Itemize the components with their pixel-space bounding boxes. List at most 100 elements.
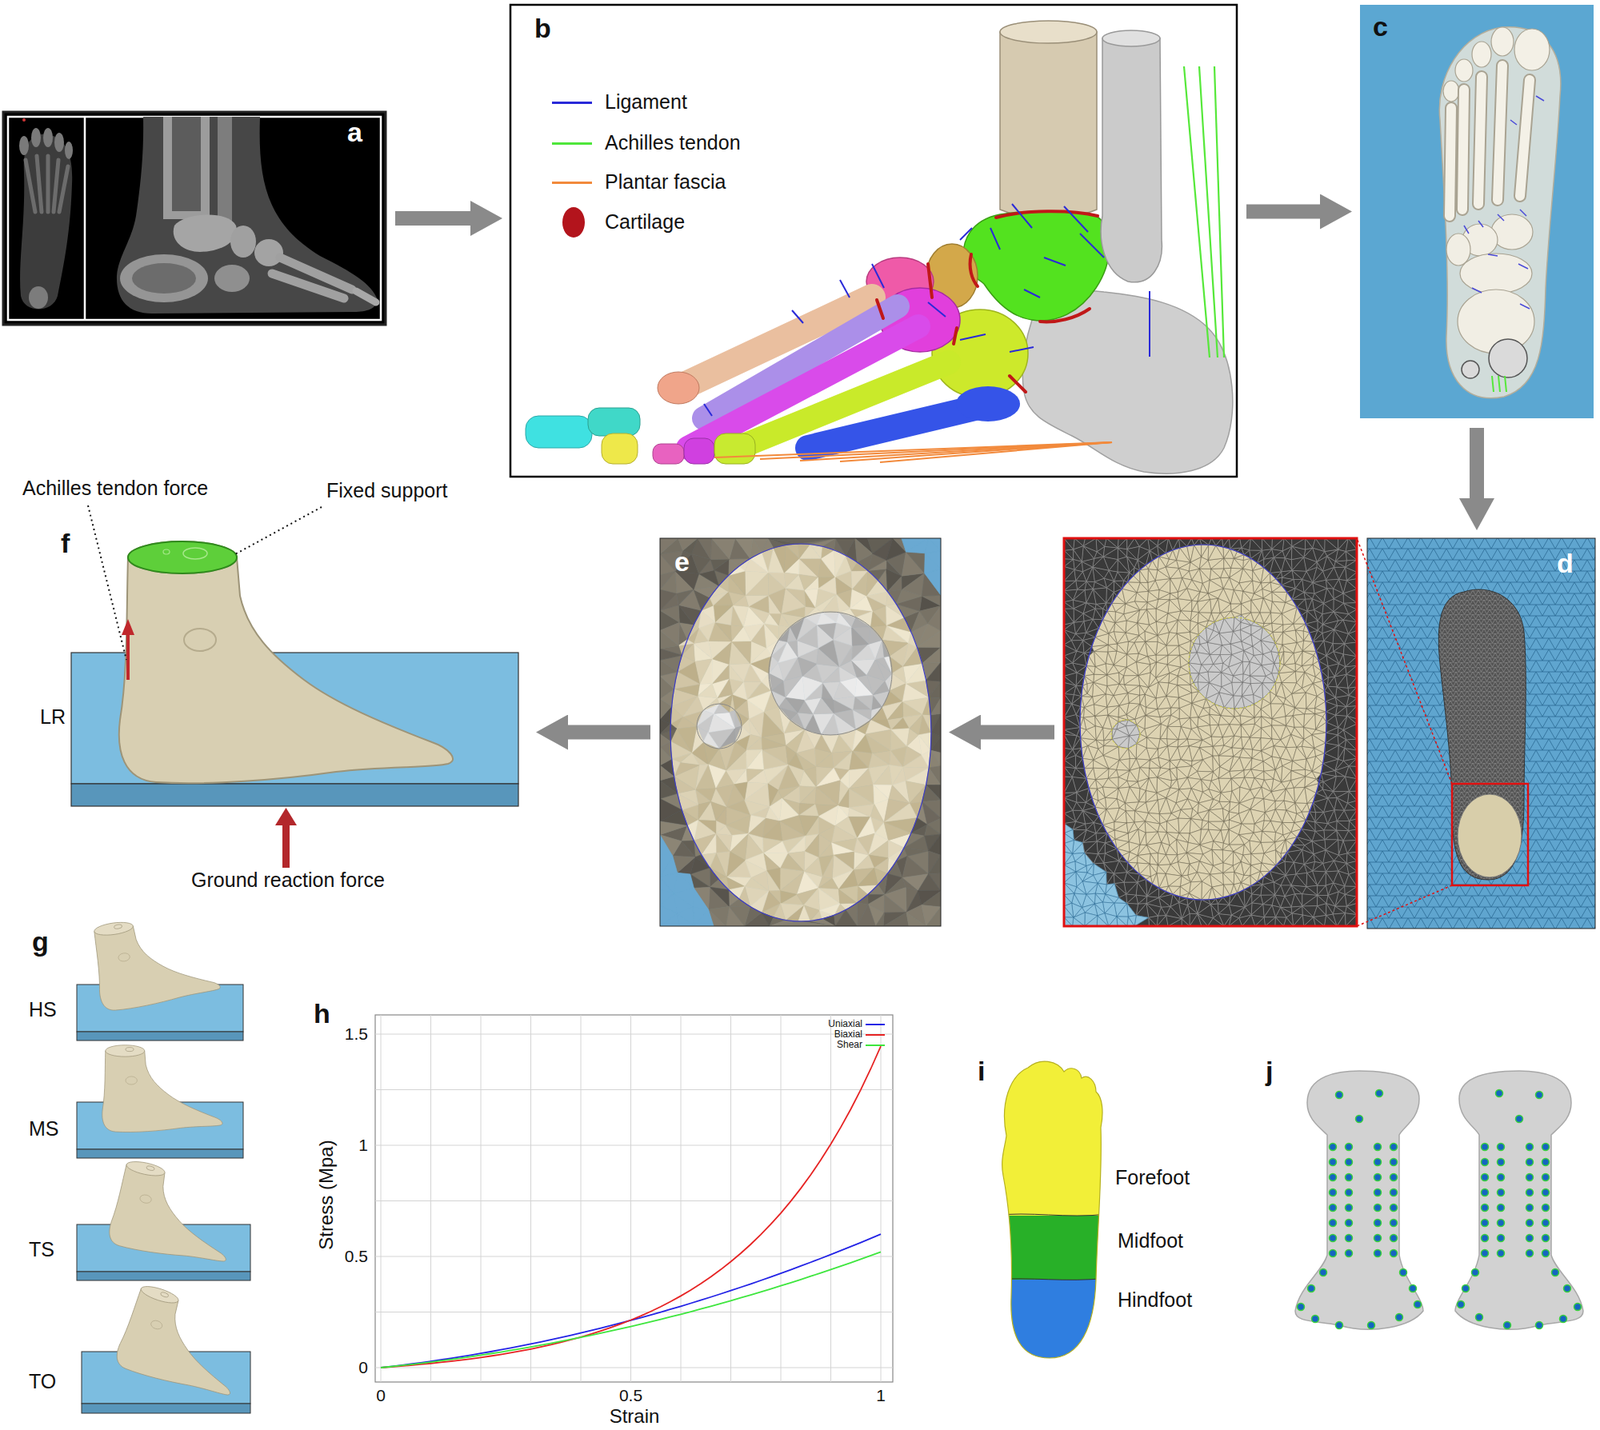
mesh-element (1240, 717, 1255, 725)
mesh-element (1114, 822, 1127, 831)
mesh-element (1241, 736, 1251, 749)
mesh-element (1177, 684, 1192, 693)
assembly-panel-part-part (1449, 65, 1530, 216)
mesh-element (1344, 740, 1357, 751)
assembly-panel-part (1449, 65, 1530, 216)
mesh-element (1146, 737, 1160, 749)
mesh-element (1301, 739, 1314, 748)
mesh-element (1102, 787, 1119, 798)
mesh-element (1202, 810, 1209, 822)
mesh-element (1348, 820, 1357, 831)
mesh-element (1082, 841, 1097, 853)
mesh-element (1314, 603, 1324, 614)
mesh-element (1272, 704, 1286, 720)
mesh-element (1263, 592, 1272, 602)
mesh-panel-part (1452, 784, 1528, 886)
mesh-element (1192, 703, 1204, 718)
mesh-element (1080, 716, 1084, 728)
mesh-element (1150, 757, 1161, 768)
ct-panel-part (116, 116, 378, 314)
ct-panel-part (272, 257, 352, 299)
mesh-element (1177, 739, 1188, 748)
bone-model-panel-part-part (1012, 204, 1032, 228)
mesh-element (1280, 876, 1292, 887)
mesh-element (1249, 728, 1261, 738)
mesh-element (1085, 823, 1095, 831)
mesh-element (1333, 644, 1345, 655)
mesh-element (1251, 758, 1264, 770)
mesh-panel-part (1457, 794, 1522, 878)
ct-panel-part (43, 128, 53, 148)
bone-model-panel-part-part (1044, 257, 1066, 266)
ct-panel-part (25, 156, 68, 212)
mesh-element (1192, 803, 1200, 814)
mesh-element (1260, 884, 1275, 896)
mesh-element (1148, 768, 1158, 779)
mesh-element (1224, 915, 1232, 927)
mesh-element (1304, 714, 1316, 731)
mesh-element (1252, 570, 1262, 583)
mesh-element (1134, 641, 1146, 654)
mesh-element (1126, 662, 1139, 676)
bone-model-panel-part (601, 433, 638, 464)
assembly-panel-part-part (1464, 225, 1469, 234)
mesh-element (1280, 652, 1284, 666)
mesh-element (1228, 835, 1244, 846)
mesh-element (1176, 768, 1188, 780)
mesh-element (1253, 583, 1262, 594)
assembly-panel-part-part (1520, 304, 1530, 309)
bone-model-panel-part (1000, 32, 1097, 218)
mesh-element (1223, 865, 1235, 873)
mesh-element (1241, 694, 1254, 704)
mesh-element (1348, 829, 1357, 841)
mesh-element (1233, 872, 1241, 885)
mesh-element (1224, 696, 1235, 709)
mesh-element (1064, 734, 1077, 750)
bone-model-panel-part (1100, 38, 1162, 283)
mesh-element (1295, 630, 1304, 644)
mesh-element (1295, 708, 1307, 715)
mesh-element (1209, 672, 1222, 688)
mesh-element (1176, 799, 1188, 811)
mesh-element (1312, 864, 1327, 872)
mesh-element (1149, 853, 1158, 865)
mesh-element (1190, 717, 1199, 728)
mesh-element (1148, 569, 1158, 581)
bone-model-panel-part-part (996, 211, 1098, 218)
mesh-element (1240, 748, 1252, 759)
surface-mesh (1064, 538, 1357, 927)
ct-panel-part (54, 132, 64, 152)
mesh-element (1232, 736, 1244, 749)
mesh-element (1075, 755, 1083, 768)
mesh-element (1208, 918, 1224, 927)
mesh-element (1317, 872, 1327, 886)
mesh-element (1324, 629, 1335, 644)
assembly-panel-part-part (1449, 65, 1530, 216)
mesh-element (1295, 666, 1305, 673)
mesh-element (1244, 865, 1252, 876)
mesh-element (1281, 766, 1292, 784)
mesh-element (1159, 894, 1173, 908)
assembly-panel-part (1446, 214, 1535, 354)
mesh-element (1086, 666, 1096, 676)
mesh-element (1128, 695, 1140, 704)
mesh-element (1140, 582, 1148, 592)
mesh-element (1156, 608, 1168, 622)
mesh-element (1075, 861, 1087, 872)
mesh-element (1344, 803, 1357, 811)
mesh-element (1242, 661, 1250, 674)
mesh-element (1116, 760, 1130, 771)
mesh-element (1198, 599, 1212, 613)
assembly-panel-part (1360, 4, 1594, 419)
mesh-element (1188, 663, 1202, 674)
mesh-element (1264, 771, 1274, 780)
mesh-element (1264, 612, 1272, 624)
mesh-element (1095, 726, 1103, 740)
mesh-element (1127, 770, 1138, 782)
bone-model-panel-part-part (1199, 66, 1218, 358)
ct-panel-part (214, 264, 250, 292)
mesh-element (1106, 872, 1114, 885)
mesh-element (1166, 821, 1180, 834)
mesh-element (1165, 567, 1179, 580)
mesh-element (1211, 558, 1224, 569)
